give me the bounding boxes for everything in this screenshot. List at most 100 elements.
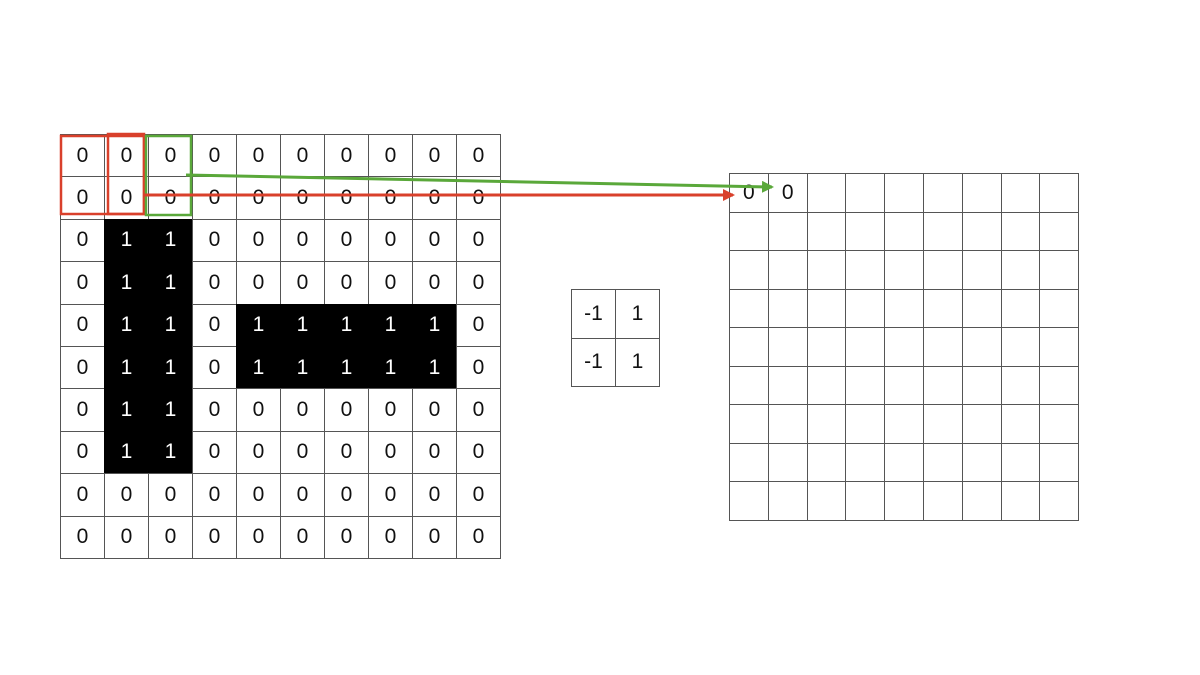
output-cell — [884, 288, 924, 328]
output-cell — [1000, 404, 1041, 444]
output-cell — [884, 365, 924, 405]
output-cell — [961, 173, 1002, 213]
input-cell: 0 — [236, 515, 281, 559]
input-cell: 0 — [60, 473, 105, 517]
input-cell: 0 — [412, 261, 457, 305]
input-cell: 0 — [60, 430, 105, 475]
output-cell — [1039, 173, 1080, 213]
output-cell — [1000, 288, 1041, 328]
kernel-cell: -1 — [571, 337, 616, 387]
input-cell: 1 — [412, 303, 457, 347]
input-cell: 0 — [148, 473, 193, 517]
output-cell — [845, 211, 886, 251]
output-cell — [767, 442, 808, 482]
input-cell: 1 — [148, 261, 193, 305]
input-cell: 1 — [104, 303, 149, 347]
output-cell — [1039, 442, 1080, 482]
output-cell — [1039, 327, 1080, 367]
input-cell: 0 — [412, 515, 457, 559]
output-cell — [845, 442, 886, 482]
input-cell: 1 — [104, 430, 149, 475]
output-cell — [884, 211, 924, 251]
input-cell: 0 — [368, 134, 413, 178]
input-cell: 0 — [324, 515, 369, 559]
output-cell — [1000, 481, 1041, 521]
output-cell — [767, 250, 808, 290]
input-cell: 0 — [148, 176, 193, 220]
output-cell — [845, 327, 886, 367]
input-cell: 0 — [148, 515, 193, 559]
output-cell — [923, 327, 963, 367]
input-cell: 0 — [456, 261, 501, 305]
input-cell: 0 — [412, 176, 457, 220]
output-cell — [845, 365, 886, 405]
input-cell: 0 — [192, 303, 237, 347]
output-cell — [923, 288, 963, 328]
input-cell: 0 — [412, 388, 457, 432]
output-cell — [923, 173, 963, 213]
output-cell — [1039, 365, 1080, 405]
input-cell: 0 — [192, 430, 237, 475]
output-cell — [884, 327, 924, 367]
output-cell — [806, 288, 847, 328]
output-cell — [767, 365, 808, 405]
input-cell: 0 — [148, 134, 193, 178]
output-cell — [1039, 250, 1080, 290]
output-cell — [729, 327, 769, 367]
output-cell — [961, 250, 1002, 290]
input-cell: 0 — [368, 430, 413, 475]
input-cell: 1 — [148, 303, 193, 347]
output-cell — [767, 481, 808, 521]
input-cell: 0 — [412, 473, 457, 517]
input-cell: 0 — [280, 176, 325, 220]
input-cell: 0 — [324, 134, 369, 178]
output-cell — [845, 173, 886, 213]
kernel-cell: 1 — [615, 289, 660, 339]
input-cell: 0 — [280, 430, 325, 475]
input-cell: 0 — [104, 134, 149, 178]
output-cell — [961, 442, 1002, 482]
output-cell — [806, 173, 847, 213]
output-cell — [923, 404, 963, 444]
input-cell: 0 — [280, 134, 325, 178]
input-cell: 0 — [324, 218, 369, 263]
input-cell: 0 — [236, 388, 281, 432]
input-cell: 0 — [368, 261, 413, 305]
output-cell — [884, 481, 924, 521]
output-cell — [1039, 288, 1080, 328]
input-cell: 1 — [236, 346, 281, 390]
input-cell: 0 — [456, 430, 501, 475]
input-cell: 1 — [104, 346, 149, 390]
output-cell — [806, 481, 847, 521]
input-cell: 0 — [280, 388, 325, 432]
output-cell — [884, 404, 924, 444]
output-cell: 0 — [767, 173, 808, 213]
input-cell: 0 — [456, 134, 501, 178]
output-cell — [1000, 250, 1041, 290]
output-cell — [961, 481, 1002, 521]
output-cell — [884, 442, 924, 482]
input-cell: 0 — [456, 515, 501, 559]
input-cell: 0 — [236, 134, 281, 178]
input-cell: 0 — [60, 303, 105, 347]
output-cell — [845, 481, 886, 521]
input-cell: 0 — [412, 218, 457, 263]
input-cell: 0 — [192, 346, 237, 390]
output-cell — [806, 404, 847, 444]
input-cell: 0 — [60, 388, 105, 432]
input-cell: 1 — [368, 346, 413, 390]
output-cell — [806, 250, 847, 290]
input-cell: 1 — [280, 346, 325, 390]
input-cell: 1 — [368, 303, 413, 347]
input-cell: 0 — [280, 261, 325, 305]
output-cell — [729, 288, 769, 328]
input-cell: 0 — [280, 515, 325, 559]
output-cell — [923, 365, 963, 405]
output-cell — [961, 211, 1002, 251]
output-cell — [961, 327, 1002, 367]
input-cell: 1 — [324, 303, 369, 347]
input-cell: 0 — [324, 473, 369, 517]
